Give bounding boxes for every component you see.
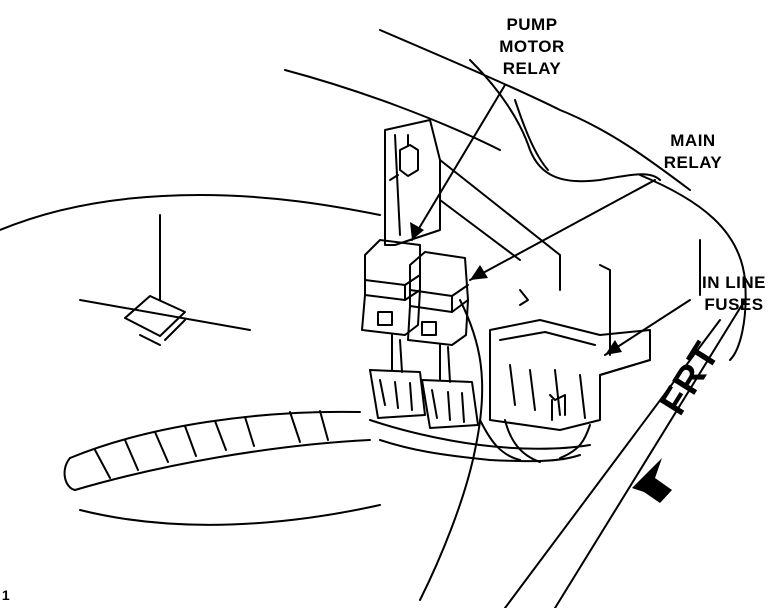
bracket-bolt bbox=[399, 144, 419, 177]
pump-relay-leader bbox=[411, 84, 506, 241]
main-relay-connector bbox=[421, 379, 479, 429]
mounting-bracket bbox=[384, 119, 441, 246]
fender-edge bbox=[284, 69, 501, 151]
strut-tower-outline bbox=[469, 59, 661, 183]
fuses-arrowhead bbox=[605, 340, 622, 355]
panel-bottom-edge bbox=[79, 504, 381, 526]
in-line-fuses-label: IN LINE FUSES bbox=[684, 272, 784, 316]
pump-motor-relay-label: PUMP MOTOR RELAY bbox=[487, 14, 577, 80]
panel-top-edge bbox=[0, 194, 381, 231]
main-relay-line-2: RELAY bbox=[663, 153, 723, 172]
front-rail-outer bbox=[554, 299, 746, 608]
pump-relay-arrowhead bbox=[410, 222, 424, 240]
main-relay-label: MAIN RELAY bbox=[648, 130, 738, 174]
upper-fender-line bbox=[379, 29, 691, 191]
corner-mark: 1 bbox=[1, 587, 11, 603]
main-relay-leader bbox=[469, 179, 656, 281]
fuses-leader bbox=[604, 299, 691, 356]
pump-relay-connector bbox=[369, 369, 426, 419]
pump-motor-relay-line-3: RELAY bbox=[502, 59, 562, 78]
pump-motor-relay-line-1: PUMP bbox=[506, 15, 558, 34]
in-line-fuses-line-1: IN LINE bbox=[702, 273, 766, 292]
main-relay-arrowhead bbox=[470, 265, 488, 280]
wiring-harness bbox=[69, 410, 361, 459]
pump-motor-relay-line-2: MOTOR bbox=[499, 37, 565, 56]
in-line-fuses-line-2: FUSES bbox=[704, 295, 764, 314]
front-rail-inner bbox=[504, 319, 721, 608]
main-relay-line-1: MAIN bbox=[670, 131, 716, 150]
inner-fender-panel bbox=[639, 174, 747, 361]
front-arrow-icon bbox=[632, 458, 672, 503]
panel-recess bbox=[124, 295, 186, 337]
